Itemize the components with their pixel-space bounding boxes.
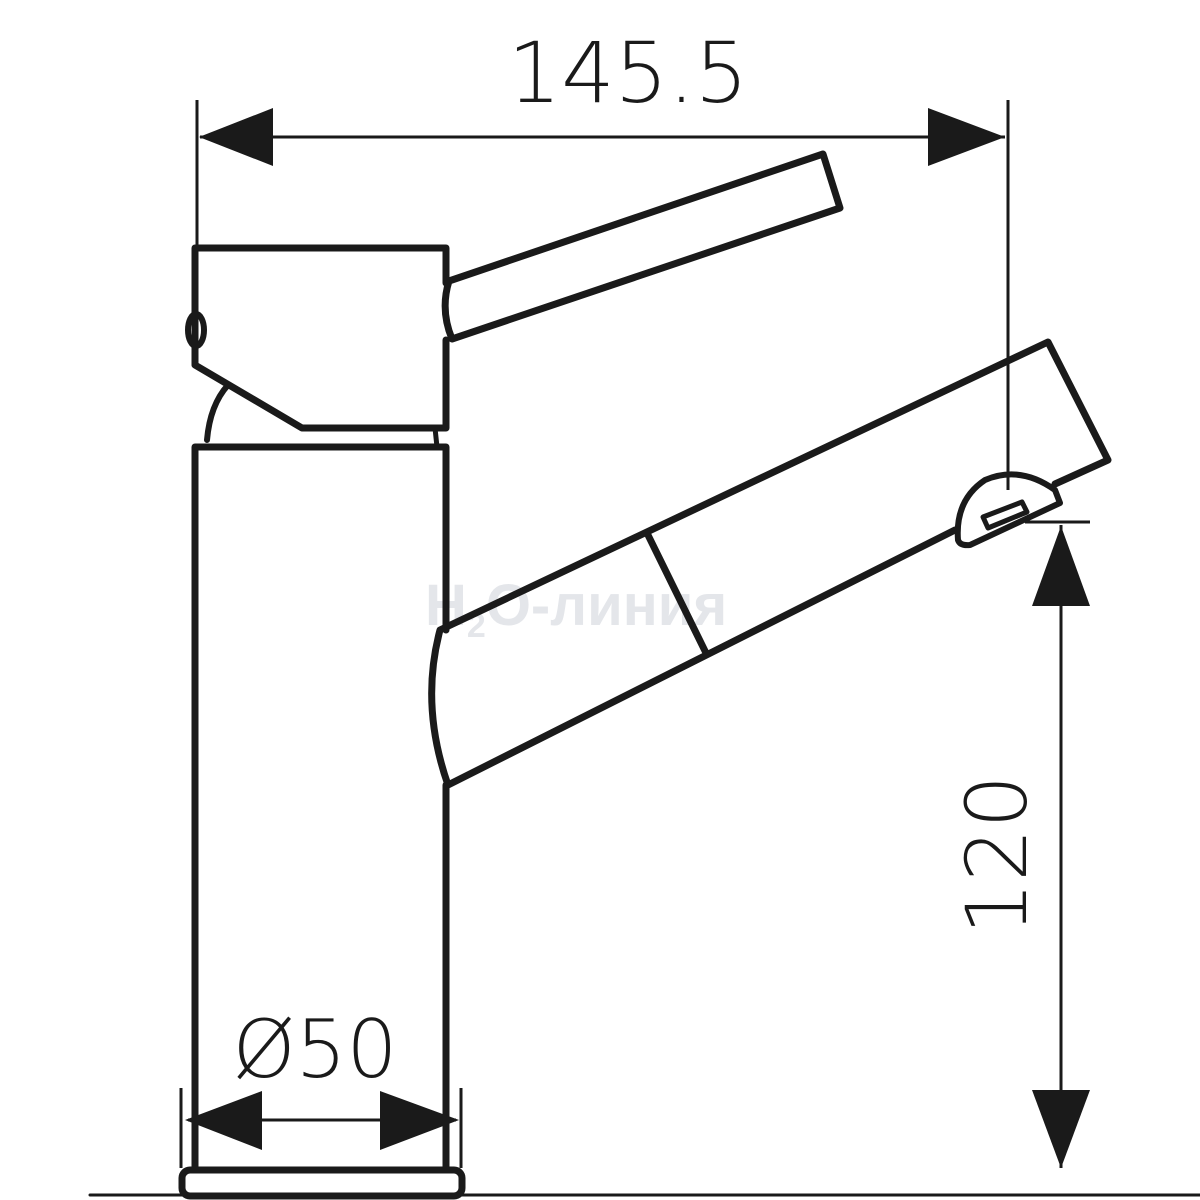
handle-pin xyxy=(185,311,207,349)
height-dimension xyxy=(1025,520,1090,1168)
width-dimension xyxy=(195,100,1010,490)
faucet-body xyxy=(191,443,450,1174)
arrow-left-icon xyxy=(185,1091,262,1150)
faucet-base xyxy=(178,1166,466,1200)
lever xyxy=(441,150,844,343)
height-label: 120 xyxy=(948,775,1046,935)
nozzle-aerator xyxy=(980,499,1030,531)
diameter-label: Ø50 xyxy=(233,1003,398,1096)
nozzle xyxy=(954,471,1063,549)
watermark-rest: O-линия xyxy=(486,573,727,638)
diameter-dimension xyxy=(179,1088,463,1168)
arrow-right-icon xyxy=(380,1091,459,1150)
handle-housing xyxy=(191,244,450,432)
arrow-down-icon xyxy=(1032,1090,1090,1168)
spout-joint xyxy=(644,531,710,657)
arrow-right-icon xyxy=(928,108,1005,166)
arrow-left-icon xyxy=(199,108,273,166)
housing-arc xyxy=(204,382,231,443)
arrow-up-icon xyxy=(1032,526,1090,606)
housing-leg xyxy=(432,425,440,450)
width-label: 145.5 xyxy=(508,24,748,122)
spout xyxy=(428,338,1112,789)
